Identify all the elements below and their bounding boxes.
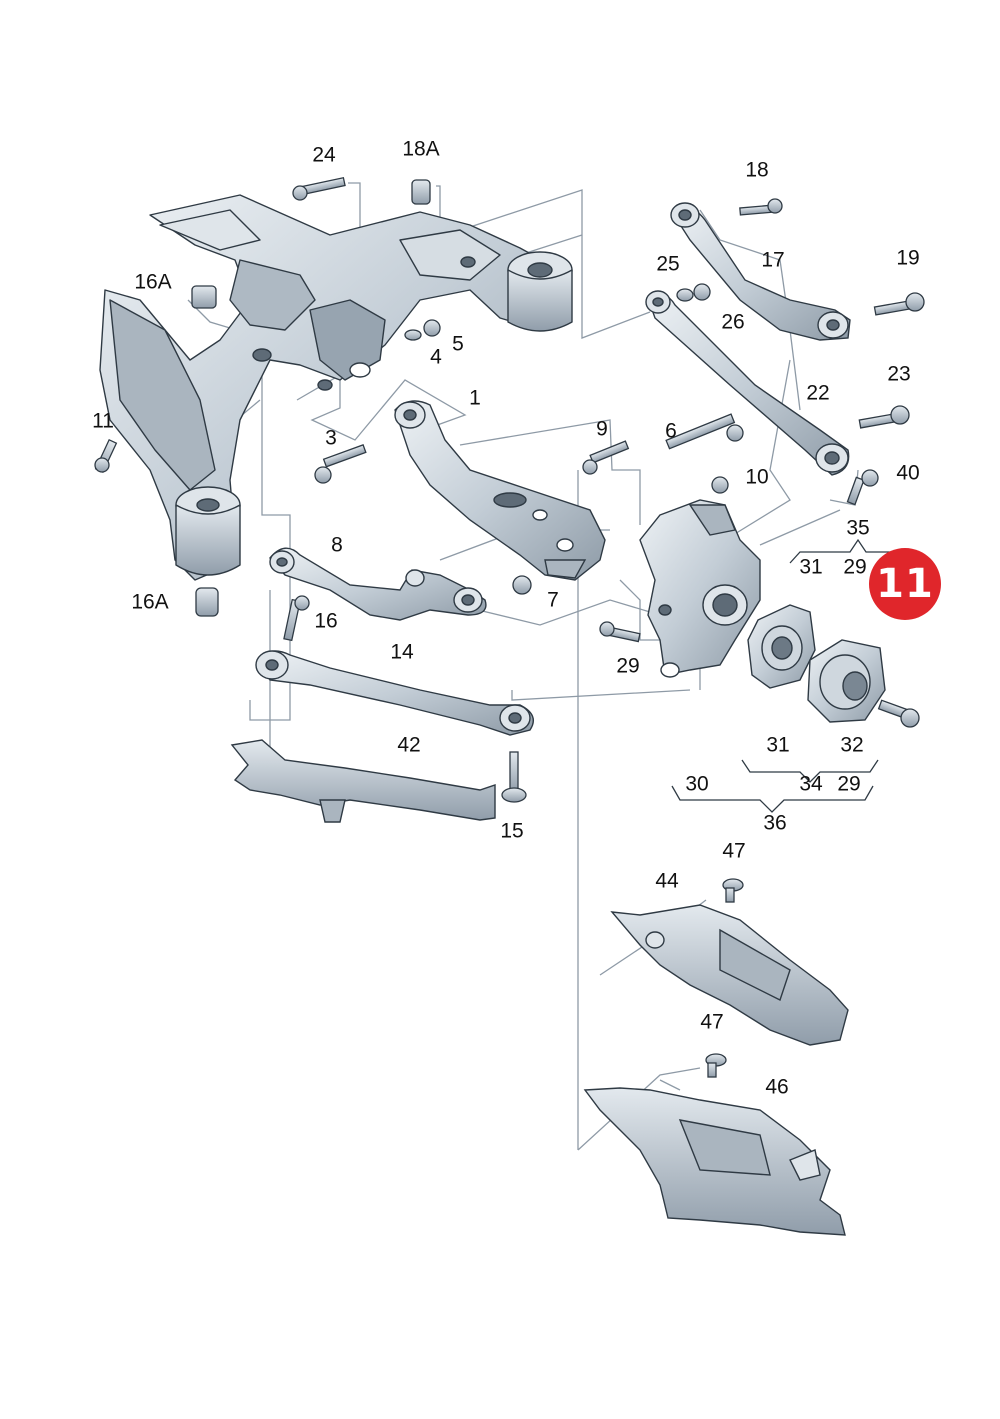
label-46: 46 [765,1075,789,1099]
label-7: 7 [547,588,559,612]
heat-shield-46 [583,1087,846,1236]
label-16a-bottom: 16A [131,590,169,614]
label-5: 5 [452,332,464,356]
lower-wishbone-1 [394,400,606,581]
label-32: 32 [840,733,864,757]
label-17: 17 [761,248,785,272]
label-3: 3 [325,426,337,450]
camber-link-8 [269,547,487,621]
label-16: 16 [314,609,338,633]
label-47-bottom: 47 [700,1010,724,1034]
label-23: 23 [887,362,911,386]
label-40: 40 [896,461,920,485]
label-11: 11 [92,409,114,433]
label-1: 1 [469,386,481,410]
label-42: 42 [397,733,421,757]
label-26: 26 [721,310,745,334]
label-18a: 18A [402,137,440,161]
label-29-bottom: 29 [837,772,861,796]
label-8: 8 [331,533,343,557]
label-25: 25 [656,252,680,276]
position-badge: 11 [869,548,941,620]
label-14: 14 [390,640,414,664]
label-29-top: 29 [843,555,867,579]
upper-control-arm-17 [670,202,851,341]
label-31-top: 31 [799,555,823,579]
label-18: 18 [745,158,769,182]
label-10: 10 [745,465,769,489]
label-6: 6 [665,419,677,443]
label-9: 9 [596,417,608,441]
label-36: 36 [763,811,787,835]
label-15: 15 [500,819,524,843]
track-link-22 [645,290,850,476]
cover-bracket-42 [230,739,496,823]
label-4: 4 [430,345,442,369]
label-44: 44 [655,869,679,893]
label-31-bottom: 31 [766,733,790,757]
wheel-bearing-31 [747,604,816,689]
fasteners [94,176,925,1078]
label-30: 30 [685,772,709,796]
label-29-bolt: 29 [616,654,640,678]
wheel-bearing-housing-30 [639,499,761,678]
label-24: 24 [312,143,336,167]
label-22: 22 [806,381,830,405]
wheel-hub-32 [807,639,886,723]
label-19: 19 [896,246,920,270]
rear-subframe [99,194,573,581]
group-brackets [671,538,905,813]
heat-shield-44 [610,904,849,1046]
trailing-link-14 [255,650,534,736]
label-47-top: 47 [722,839,746,863]
label-34: 34 [799,772,823,796]
label-16a-top: 16A [134,270,172,294]
label-35: 35 [846,516,870,540]
